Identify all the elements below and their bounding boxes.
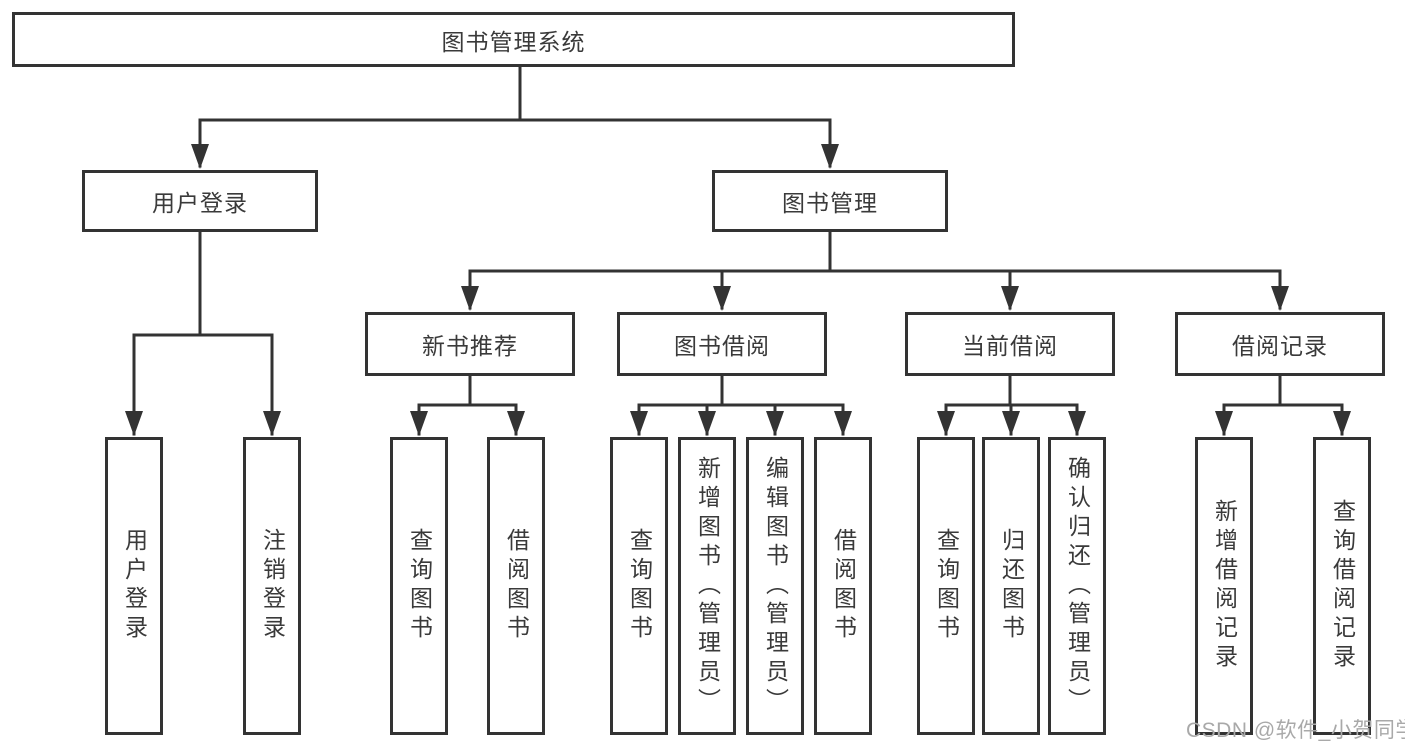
node-user-login: 用户登录	[82, 170, 318, 232]
leaf-logout-label: 注销登录	[259, 528, 286, 644]
leaf-query-borrow-record-label: 查询借阅记录	[1329, 499, 1356, 673]
leaf-query-books-recommend: 查询图书	[390, 437, 448, 735]
leaf-confirm-return-admin: 确认归还（管理员）	[1048, 437, 1106, 735]
leaf-borrow-books-recommend: 借阅图书	[487, 437, 545, 735]
leaf-query-books-borrowing-label: 查询图书	[626, 528, 653, 644]
leaf-logout: 注销登录	[243, 437, 301, 735]
leaf-query-books-borrowing: 查询图书	[610, 437, 668, 735]
leaf-return-books: 归还图书	[982, 437, 1040, 735]
node-book-borrowing-label: 图书借阅	[674, 333, 770, 359]
node-book-management: 图书管理	[712, 170, 948, 232]
node-new-book-recommendation: 新书推荐	[365, 312, 575, 376]
leaf-query-books-recommend-label: 查询图书	[406, 528, 433, 644]
leaf-add-borrow-record-label: 新增借阅记录	[1211, 499, 1238, 673]
leaf-borrow-books-recommend-label: 借阅图书	[503, 528, 530, 644]
node-root: 图书管理系统	[12, 12, 1015, 67]
leaf-return-books-label: 归还图书	[998, 528, 1025, 644]
node-borrowing-records: 借阅记录	[1175, 312, 1385, 376]
node-current-borrowing-label: 当前借阅	[962, 333, 1058, 359]
connector-lines	[132, 65, 1344, 436]
node-user-login-label: 用户登录	[152, 190, 248, 216]
leaf-add-book-admin-label: 新增图书（管理员）	[694, 455, 721, 717]
leaf-edit-book-admin-label: 编辑图书（管理员）	[762, 455, 789, 717]
leaf-user-login: 用户登录	[105, 437, 163, 735]
leaf-borrow-books-borrowing-label: 借阅图书	[830, 528, 857, 644]
leaf-query-books-current-label: 查询图书	[933, 528, 960, 644]
node-current-borrowing: 当前借阅	[905, 312, 1115, 376]
leaf-query-books-current: 查询图书	[917, 437, 975, 735]
node-book-borrowing: 图书借阅	[617, 312, 827, 376]
node-borrowing-records-label: 借阅记录	[1232, 333, 1328, 359]
node-new-book-recommendation-label: 新书推荐	[422, 333, 518, 359]
leaf-add-borrow-record: 新增借阅记录	[1195, 437, 1253, 735]
leaf-add-book-admin: 新增图书（管理员）	[678, 437, 736, 735]
csdn-watermark: CSDN @软件_小贺同学	[1186, 719, 1405, 742]
leaf-edit-book-admin: 编辑图书（管理员）	[746, 437, 804, 735]
node-root-label: 图书管理系统	[441, 28, 586, 55]
leaf-borrow-books-borrowing: 借阅图书	[814, 437, 872, 735]
leaf-confirm-return-admin-label: 确认归还（管理员）	[1064, 455, 1091, 717]
leaf-query-borrow-record: 查询借阅记录	[1313, 437, 1371, 735]
node-book-management-label: 图书管理	[782, 190, 878, 216]
leaf-user-login-label: 用户登录	[121, 528, 148, 644]
